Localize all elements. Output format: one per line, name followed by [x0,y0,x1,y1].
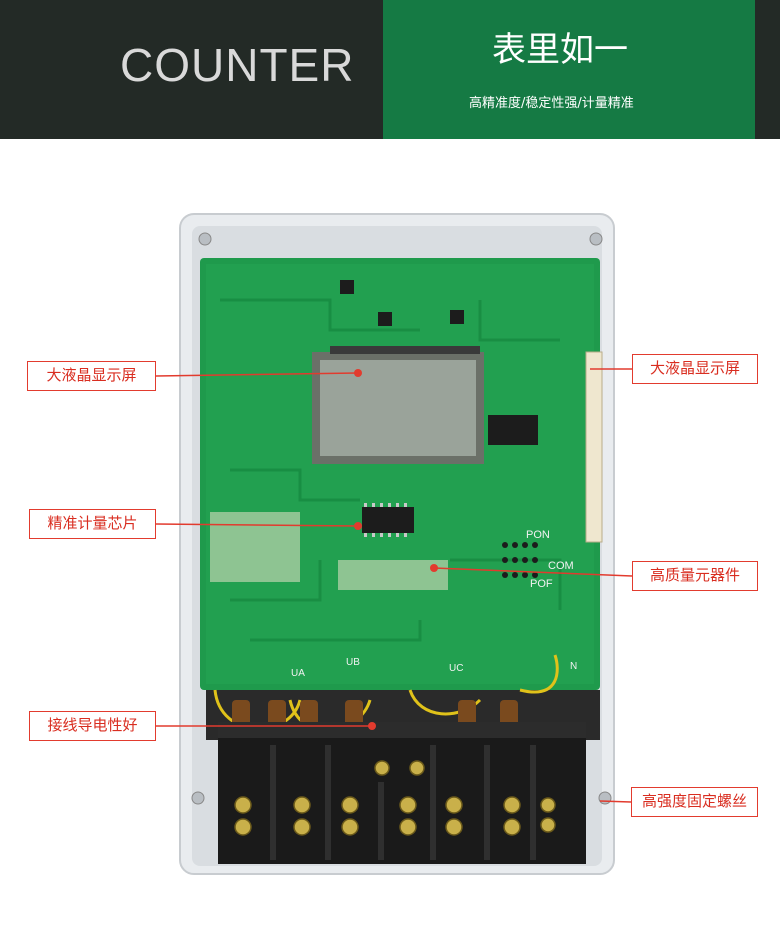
header-pins [502,542,538,578]
callout-components: 高质量元器件 [632,561,758,591]
silk-pof: POF [530,578,553,590]
callout-lcd-left: 大液晶显示屏 [27,361,156,391]
silk-pon: PON [526,529,550,541]
slogan-heading: 表里如一 [492,30,628,70]
callout-leaders [155,368,633,803]
side-connector [585,351,603,543]
banner-dark-panel [0,0,383,139]
terminal-ribs [270,745,536,860]
housing-screw-icon [191,791,205,805]
lcd-pins [330,346,480,354]
silk-n: N [570,661,577,672]
housing-screw-icon [598,791,612,805]
metering-chip [362,507,414,533]
banner-green-panel [383,0,755,139]
lcd-screen [320,360,476,456]
brand-title: COUNTER [120,39,355,91]
small-ic [450,310,464,324]
terminal-block [218,722,586,864]
silk-ub: UB [346,657,360,668]
callout-wiring: 接线导电性好 [29,711,156,741]
pcb-inner [206,264,594,684]
small-ic [378,312,392,326]
callout-lcd-right: 大液晶显示屏 [632,354,758,384]
housing-screw-icon [198,232,212,246]
callout-screws: 高强度固定螺丝 [631,787,758,817]
small-ic [340,280,354,294]
silk-ua: UA [291,668,305,679]
terminal-top-rail [218,722,586,738]
housing-screw-icon [589,232,603,246]
resistor-array [210,512,448,590]
terminal-screws [234,760,556,836]
chip-pins [364,503,407,537]
callout-dots [354,369,438,730]
silk-com: COM [548,560,574,572]
slogan-subtitle: 高精准度/稳定性强/计量精准 [469,96,634,111]
callout-metering-chip: 精准计量芯片 [29,509,156,539]
banner-dark-edge [755,0,780,139]
small-ic [488,415,538,445]
pcb-traces [220,298,562,642]
silk-uc: UC [449,663,463,674]
